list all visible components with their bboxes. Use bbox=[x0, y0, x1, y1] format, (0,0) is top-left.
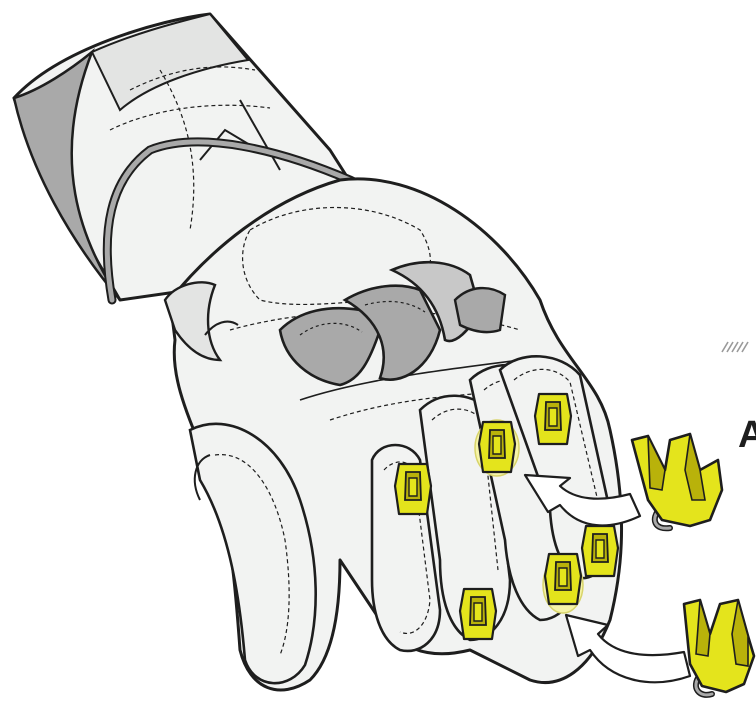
knuckle-slider bbox=[582, 526, 618, 576]
replacement-slider bbox=[632, 434, 722, 528]
knuckle-slider bbox=[535, 394, 571, 444]
curved-arrow bbox=[566, 615, 690, 682]
hatch-marks bbox=[722, 342, 748, 352]
knuckle-slider bbox=[460, 589, 496, 639]
knuckle-slider bbox=[479, 422, 515, 472]
callout-label: A bbox=[738, 414, 756, 456]
knuckle-slider bbox=[545, 554, 581, 604]
knuckle-slider bbox=[395, 464, 431, 514]
replacement-slider bbox=[684, 600, 754, 695]
